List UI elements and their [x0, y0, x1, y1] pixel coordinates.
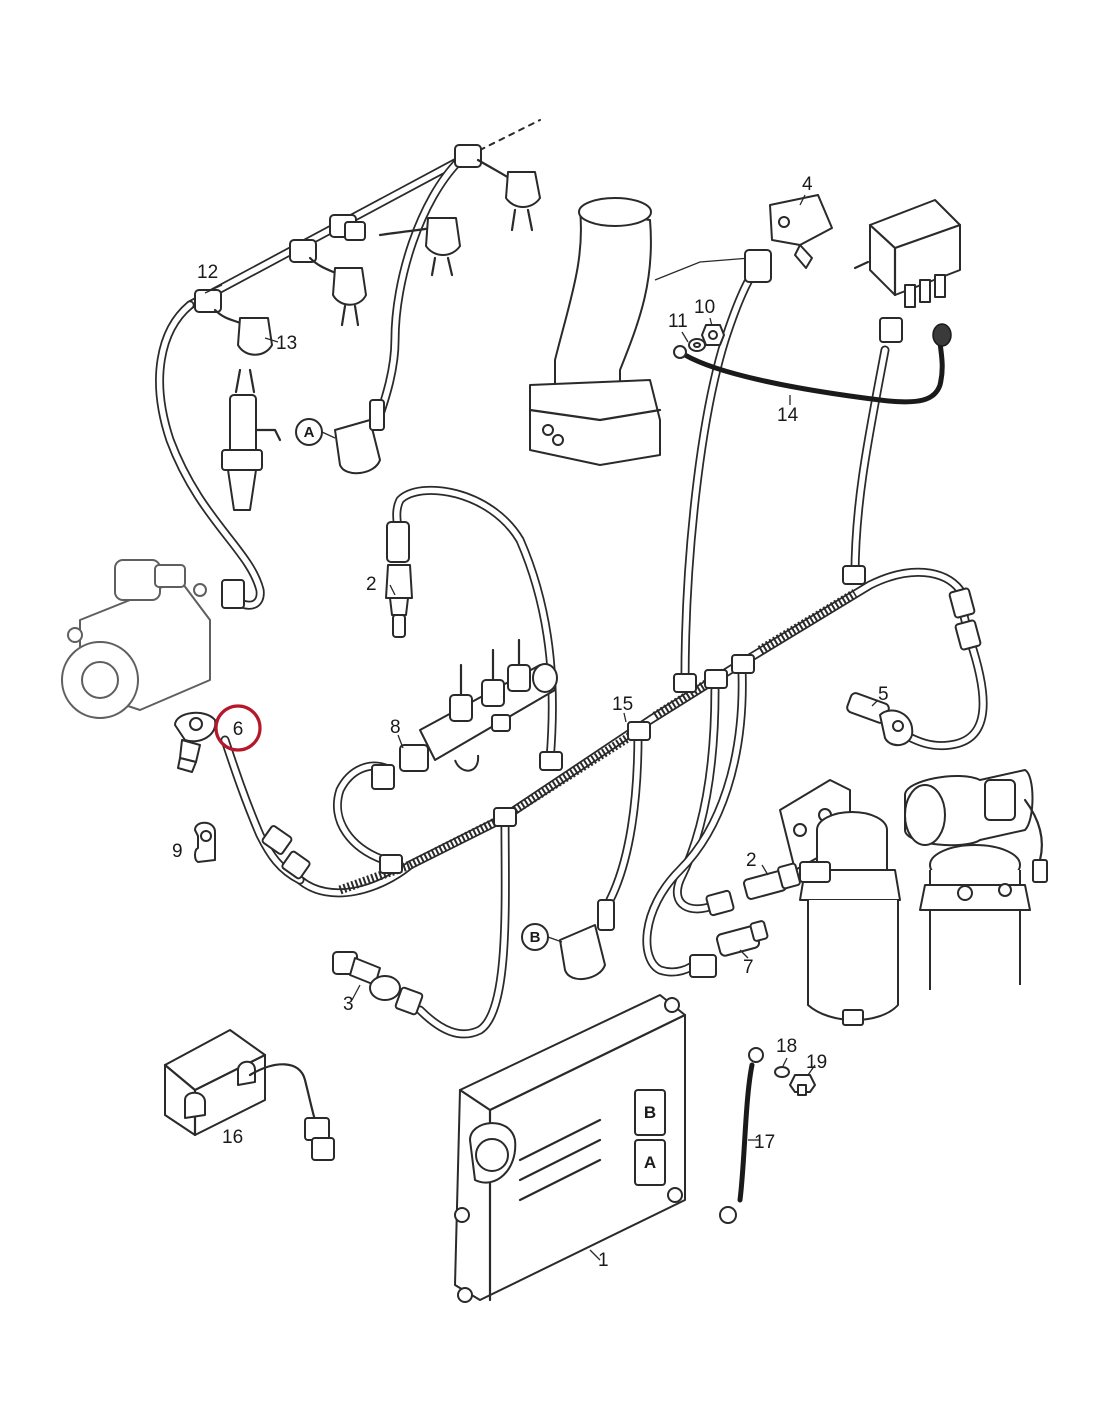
sensor-3 — [332, 951, 424, 1016]
injector-tee — [454, 144, 541, 232]
ecu-connector-a — [334, 399, 385, 475]
injector-tee — [194, 289, 273, 356]
ecu-1 — [454, 994, 687, 1303]
callout-a: A — [295, 418, 336, 446]
label-17: 17 — [754, 1132, 775, 1153]
leader-lines — [204, 194, 879, 1261]
washer-18 — [774, 1066, 790, 1078]
injector-tee — [378, 217, 461, 277]
label-5: 5 — [878, 684, 889, 705]
callout-b: B — [521, 923, 563, 951]
label-19: 19 — [806, 1052, 827, 1073]
label-13: 13 — [276, 333, 297, 354]
injector-tee — [329, 214, 366, 241]
bolt-19 — [789, 1074, 816, 1096]
label-15: 15 — [612, 694, 633, 715]
washer-11 — [688, 338, 706, 352]
relay — [853, 199, 962, 343]
label-2-lower: 2 — [746, 850, 757, 871]
label-3: 3 — [343, 994, 354, 1015]
label-16: 16 — [222, 1127, 243, 1148]
sensor-2-upper — [385, 521, 413, 638]
sensor-2-lower — [705, 862, 801, 917]
sensor-5 — [846, 587, 982, 747]
main-harness — [220, 265, 988, 1039]
fuel-filter — [779, 779, 901, 1026]
injector — [221, 368, 282, 511]
ground-strap-17 — [719, 1047, 764, 1224]
label-2-upper: 2 — [366, 574, 377, 595]
label-12: 12 — [197, 262, 218, 283]
label-4: 4 — [802, 174, 813, 195]
intake-manifold — [528, 197, 751, 466]
nut-10 — [701, 324, 725, 346]
label-10: 10 — [694, 297, 715, 318]
module-16 — [163, 1029, 335, 1161]
injector-tee — [289, 239, 367, 327]
clip-9 — [194, 821, 216, 863]
part-labels: 1 2 2 3 4 5 7 8 9 10 11 12 13 14 15 16 1… — [172, 174, 889, 1271]
highlight-part-6: 6 — [214, 704, 262, 752]
sensor-6 — [174, 711, 311, 880]
label-11: 11 — [668, 311, 688, 332]
fuel-pump — [61, 559, 211, 719]
ground-cable-14 — [673, 323, 952, 405]
ecu-port-a-letter: A — [644, 1153, 656, 1172]
label-9: 9 — [172, 841, 183, 862]
callout-a-letter: A — [304, 424, 315, 441]
label-14: 14 — [777, 405, 799, 426]
label-7: 7 — [743, 957, 754, 978]
sensor-7 — [689, 920, 769, 978]
label-8: 8 — [390, 717, 401, 738]
highlight-ring — [214, 704, 262, 752]
callout-b-letter: B — [530, 929, 541, 946]
ecu-connector-b — [559, 899, 615, 980]
fuel-filter-pump — [904, 769, 1048, 990]
label-6: 6 — [233, 719, 244, 740]
injector-harness — [155, 119, 541, 610]
ecu-port-b-letter: B — [644, 1103, 656, 1122]
label-1: 1 — [598, 1250, 609, 1271]
label-18: 18 — [776, 1036, 797, 1057]
fuel-rail — [371, 638, 558, 790]
sensor-4 — [744, 194, 833, 283]
